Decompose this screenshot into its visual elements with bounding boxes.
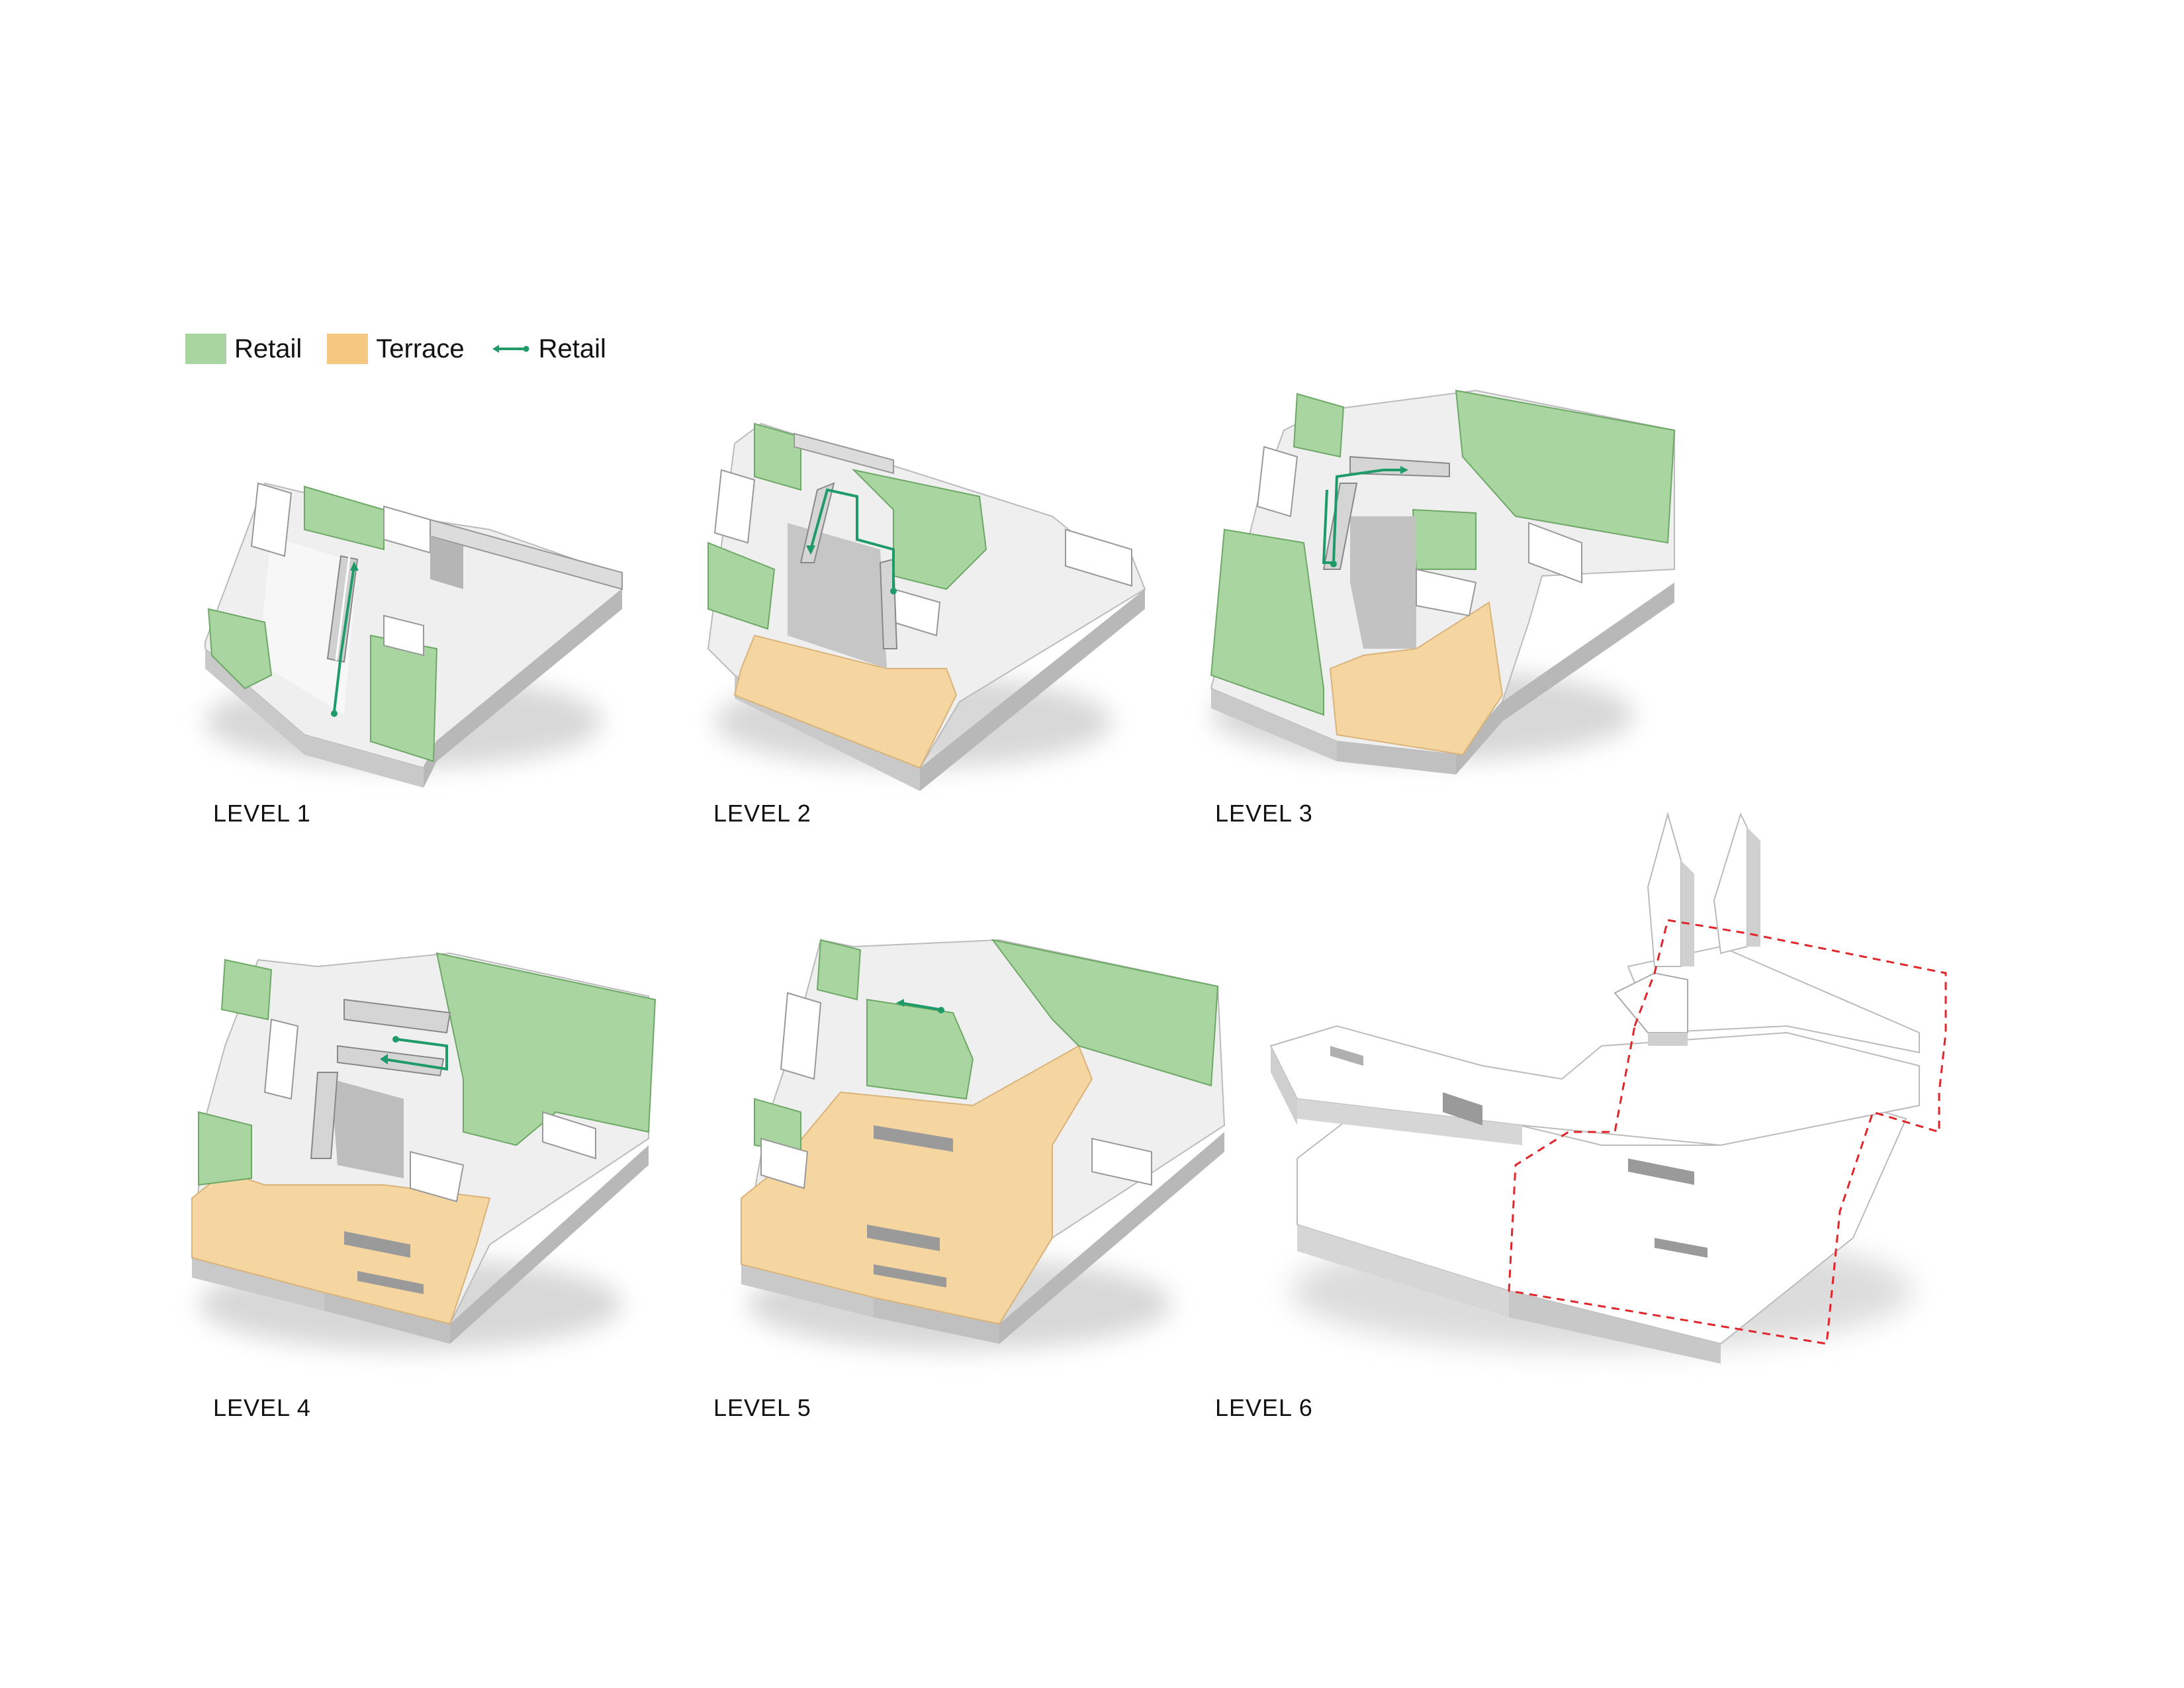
legend-label: Retail bbox=[234, 334, 302, 363]
level-1-diagram bbox=[185, 457, 649, 788]
escalator bbox=[343, 998, 451, 1034]
retail-area bbox=[991, 939, 1219, 1087]
retail-area bbox=[1293, 393, 1345, 458]
level-4-diagram bbox=[185, 947, 675, 1357]
retail-area bbox=[207, 608, 273, 690]
level-3-label: LEVEL 3 bbox=[1215, 800, 1313, 827]
retail-area bbox=[198, 1111, 252, 1186]
level-6-diagram bbox=[1257, 812, 1985, 1370]
retail-area bbox=[851, 469, 987, 590]
retail-area bbox=[220, 959, 273, 1021]
retail-area bbox=[370, 634, 438, 763]
escalator bbox=[310, 1072, 339, 1159]
circulation-path bbox=[899, 1002, 940, 1011]
tower-block bbox=[1647, 812, 1682, 967]
level-3-diagram bbox=[1198, 384, 1688, 774]
legend-label: Terrace bbox=[376, 334, 465, 363]
legend-item-retail-area: Retail bbox=[185, 334, 302, 364]
escalator bbox=[1322, 483, 1358, 570]
retail-area bbox=[304, 485, 385, 551]
legend-item-terrace-area: Terrace bbox=[327, 334, 465, 364]
level-5-diagram bbox=[735, 927, 1226, 1357]
circulation-path bbox=[333, 565, 355, 712]
site-footprint-outline bbox=[1508, 919, 1947, 1345]
retail-area bbox=[754, 422, 801, 491]
retail-area bbox=[1455, 389, 1676, 544]
circulation-arrow-icon bbox=[492, 345, 529, 353]
terrace-area bbox=[1329, 601, 1504, 756]
circulation-path bbox=[383, 1038, 448, 1071]
massing-block bbox=[1297, 1091, 1907, 1345]
legend-item-retail-circulation: Retail bbox=[490, 334, 606, 364]
legend-label: Retail bbox=[538, 334, 606, 363]
retail-area bbox=[816, 939, 862, 1001]
terrace-swatch bbox=[327, 334, 369, 364]
level-2-diagram bbox=[695, 410, 1158, 791]
level-6-label: LEVEL 6 bbox=[1215, 1394, 1313, 1421]
level-1-label: LEVEL 1 bbox=[213, 800, 311, 827]
retail-swatch bbox=[185, 334, 226, 364]
level-2-label: LEVEL 2 bbox=[713, 800, 811, 827]
level-4-label: LEVEL 4 bbox=[213, 1394, 311, 1421]
level-5-label: LEVEL 5 bbox=[713, 1394, 811, 1421]
legend: Retail Terrace Retail bbox=[185, 328, 631, 369]
circulation-path bbox=[1332, 469, 1403, 563]
circulation-path bbox=[809, 488, 895, 589]
retail-area bbox=[1210, 528, 1324, 716]
retail-area bbox=[1412, 508, 1477, 570]
retail-area bbox=[707, 541, 776, 630]
terrace-area bbox=[741, 1045, 1093, 1325]
retail-area bbox=[435, 952, 657, 1147]
terrace-area bbox=[733, 634, 958, 769]
